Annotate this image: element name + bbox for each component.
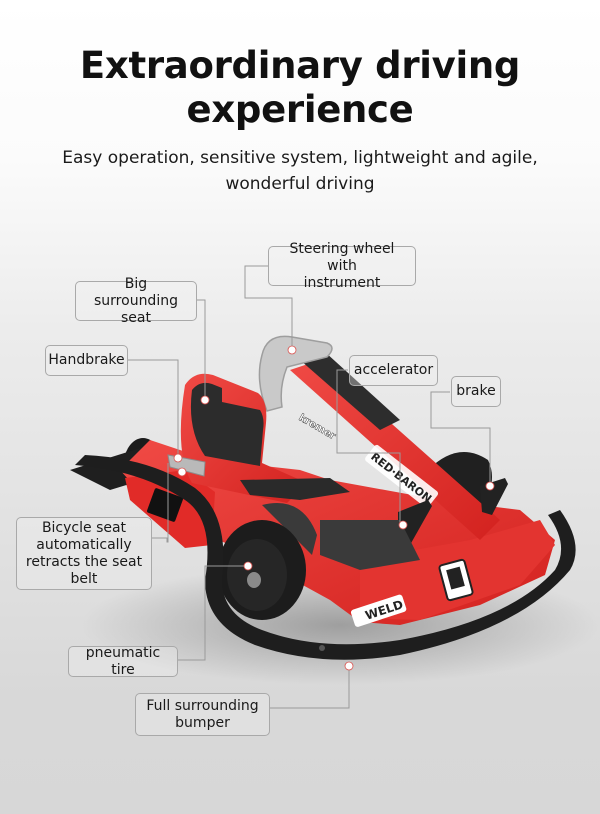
callout-accelerator-label: accelerator — [353, 362, 434, 378]
callout-handbrake: Handbrake — [45, 345, 128, 376]
callout-steering-wheel-label: Steering wheel with instrument — [289, 240, 395, 291]
callout-bicycle-seat-belt: Bicycle seat automatically retracts the … — [16, 517, 152, 590]
callout-handbrake-label: Handbrake — [48, 352, 125, 368]
callout-pneumatic-tire: pneumatic tire — [68, 644, 178, 678]
callout-brake-label: brake — [456, 383, 496, 399]
subheadline-line-1: Easy operation, sensitive system, lightw… — [62, 148, 538, 168]
callout-steering-wheel: Steering wheel with instrument — [268, 241, 416, 291]
headline-line-2: experience — [186, 88, 414, 131]
footwell — [240, 478, 350, 500]
headline-line-1: Extraordinary driving — [79, 44, 521, 87]
subheadline: Easy operation, sensitive system, lightw… — [0, 145, 600, 197]
headline: Extraordinary driving experience — [0, 44, 600, 132]
callout-brake: brake — [451, 376, 501, 407]
kremer-decal: kremer — [296, 412, 338, 442]
callout-seatbelt-label: Bicycle seat automatically retracts the … — [25, 519, 143, 587]
callout-full-surrounding-bumper: Full surrounding bumper — [135, 693, 270, 736]
svg-text:kremer: kremer — [297, 412, 338, 442]
callout-seat-label: Big surrounding seat — [94, 275, 178, 326]
callout-bumper-label: Full surrounding bumper — [146, 697, 259, 731]
callout-big-surrounding-seat: Big surrounding seat — [75, 276, 197, 326]
bumper — [75, 455, 576, 660]
subheadline-line-2: wonderful driving — [225, 174, 375, 194]
callout-accelerator: accelerator — [349, 355, 438, 386]
floor-pan — [320, 520, 420, 570]
callout-tire-label: pneumatic tire — [85, 644, 161, 678]
